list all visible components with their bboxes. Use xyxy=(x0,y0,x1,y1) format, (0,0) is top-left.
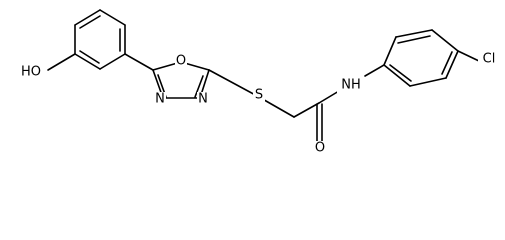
atom-labels: HO O N N S NH O Cl xyxy=(18,51,500,157)
methylene-carbonyl-bond xyxy=(293,102,320,118)
carbonyl-amide-bond xyxy=(318,90,340,104)
phenyl-oxadiazole-bond xyxy=(124,53,154,71)
hydroxyl-label: HO xyxy=(21,65,41,80)
hydroxyphenyl-ring xyxy=(74,9,126,70)
chlorophenyl-ring xyxy=(383,29,459,87)
chemical-structure-diagram: HO O N N S NH O Cl xyxy=(18,9,500,157)
ring-oxygen-label: O xyxy=(176,54,186,69)
ring-nitrogen-left-label: N xyxy=(155,92,165,107)
ring-nitrogen-right-label: N xyxy=(198,92,208,107)
carbonyl-oxygen-label: O xyxy=(315,141,325,156)
chlorine-label: Cl xyxy=(483,52,496,67)
amide-phenyl-bond xyxy=(364,64,385,77)
chlorine-bond xyxy=(457,50,480,62)
thioether-sulfur-label: S xyxy=(255,88,263,103)
oxadiazole-sulfur-bond xyxy=(208,69,260,98)
amide-nitrogen-label: NH xyxy=(341,78,361,93)
hydroxyl-bond xyxy=(47,53,76,71)
